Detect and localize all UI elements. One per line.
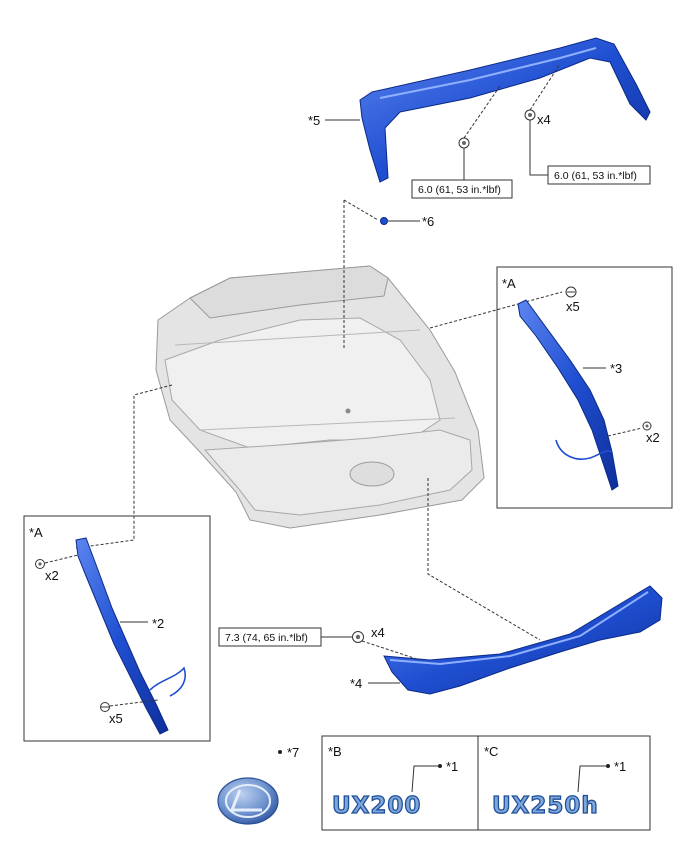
callout-1-c: *1 [614,759,626,774]
badge-ux200: UX200 [332,793,421,819]
torque-spoiler-center: 6.0 (61, 53 in.*lbf) [418,184,501,196]
detail-view-a-right [496,266,673,509]
view-label-a-right: *A [502,276,516,291]
callout-6: *6 [422,214,434,229]
left-side-garnish-part [75,537,186,735]
callout-5: *5 [308,113,320,128]
badge-views-box [321,735,651,831]
spoiler-center-nut-icon [458,137,470,149]
left-clip-icon [35,559,45,569]
torque-box-lower-garnish [218,627,322,647]
left-screw-icon [100,702,110,712]
spoiler-right-nut-icon [524,109,536,121]
left-clip-quantity: x2 [45,568,59,583]
callout-4: *4 [350,676,362,691]
right-screw-quantity: x5 [566,299,580,314]
callout-7: *7 [287,745,299,760]
lexus-emblem-icon [217,777,279,825]
callout-1-b: *1 [446,759,458,774]
badge-ux250h: UX250h [492,793,599,819]
lower-nut-quantity: x4 [371,625,385,640]
lower-garnish-part [383,585,663,695]
right-screw-icon [565,286,577,298]
lower-nut-icon [352,631,364,643]
view-label-b: *B [328,744,342,759]
right-side-garnish-part [517,299,619,491]
callout-3: *3 [610,361,622,376]
torque-lower-garnish: 7.3 (74, 65 in.*lbf) [225,632,308,644]
right-clip-icon [642,421,652,431]
view-label-c: *C [484,744,498,759]
back-door-panel [155,265,485,529]
spoiler-nut-quantity: x4 [537,112,551,127]
clip-6-icon [380,217,388,225]
torque-box-spoiler-center [411,179,513,199]
rear-spoiler-part [359,37,651,183]
torque-spoiler-right: 6.0 (61, 53 in.*lbf) [554,170,637,182]
torque-box-spoiler-right [547,165,651,185]
detail-view-a-left [23,515,211,742]
view-label-a-left: *A [29,525,43,540]
callout-2: *2 [152,616,164,631]
right-clip-quantity: x2 [646,430,660,445]
left-screw-quantity: x5 [109,711,123,726]
